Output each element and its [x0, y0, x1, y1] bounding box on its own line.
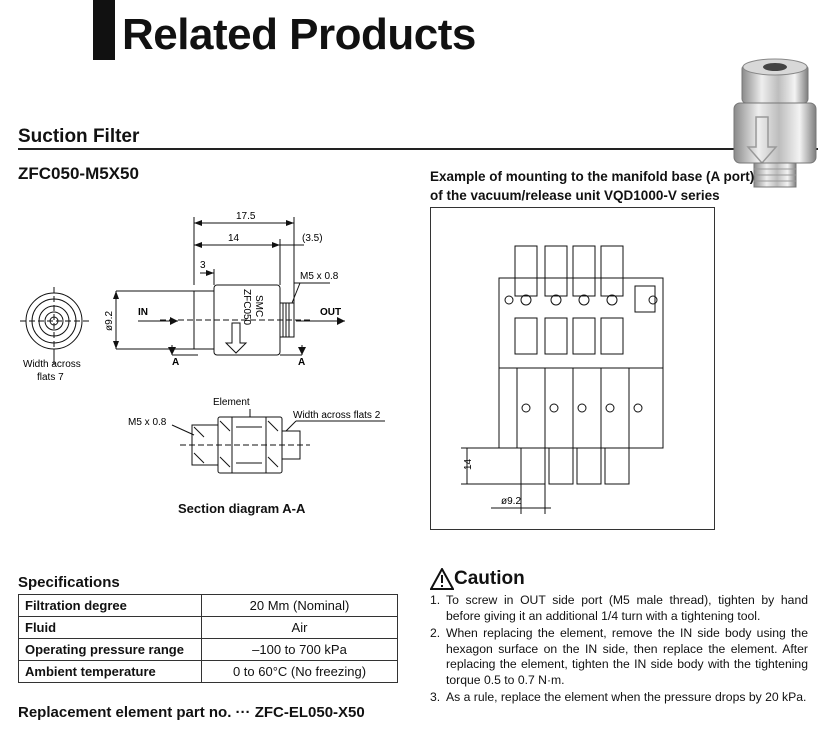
element-label: Element: [213, 397, 250, 408]
width-across-label: Width across: [23, 359, 81, 370]
spec-label: Operating pressure range: [18, 638, 202, 661]
width-across-value: flats 7: [37, 372, 64, 383]
section-flats-label: Width across flats 2: [293, 410, 381, 421]
section-diagram-caption: Section diagram A-A: [178, 501, 306, 516]
mount-title-line1: Example of mounting to the manifold base…: [430, 169, 755, 184]
mount-title-line2: of the vacuum/release unit VQD1000-V ser…: [430, 188, 720, 203]
table-row: Ambient temperature 0 to 60°C (No freezi…: [18, 660, 398, 683]
table-row: Fluid Air: [18, 616, 398, 639]
list-item: 3. As a rule, replace the element when t…: [430, 690, 808, 706]
caution-heading: Caution: [430, 568, 525, 590]
spec-value: Air: [201, 616, 398, 639]
spec-label: Filtration degree: [18, 594, 202, 617]
spec-value: 0 to 60°C (No freezing): [201, 660, 398, 683]
caution-text: To screw in OUT side port (M5 male threa…: [446, 593, 808, 623]
warning-icon: [430, 568, 454, 590]
specifications-title: Specifications: [18, 574, 120, 591]
caution-number: 3.: [430, 690, 441, 704]
section-divider: [18, 148, 818, 150]
in-label: IN: [138, 307, 148, 318]
spec-label: Ambient temperature: [18, 660, 202, 683]
mount-dim-diameter: ø9.2: [501, 496, 521, 507]
caution-title: Caution: [454, 568, 525, 589]
dim-hex: 3: [200, 260, 206, 271]
manifold-drawing: 14 ø9.2: [461, 245, 664, 514]
section-thread-label: M5 x 0.8: [128, 417, 167, 428]
section-title: Suction Filter: [18, 126, 140, 147]
caution-list: 1. To screw in OUT side port (M5 male th…: [430, 593, 808, 708]
svg-text:SMC: SMC: [253, 295, 264, 317]
model-number: ZFC050-M5X50: [18, 164, 139, 183]
mount-dim-height: 14: [463, 458, 474, 470]
spec-label: Fluid: [18, 616, 202, 639]
section-mark-right: A: [298, 357, 305, 368]
dim-thread-length: (3.5): [302, 233, 323, 244]
title-accent-bar: [93, 0, 115, 60]
diameter-label: ø9.2: [104, 311, 115, 331]
caution-number: 2.: [430, 626, 441, 640]
dim-total: 17.5: [236, 211, 256, 222]
body-marking: ZFC050: [241, 289, 252, 326]
specifications-table: Filtration degree 20 Mm (Nominal) Fluid …: [18, 594, 398, 683]
product-photo: [733, 58, 817, 188]
list-item: 2. When replacing the element, remove th…: [430, 626, 808, 688]
list-item: 1. To screw in OUT side port (M5 male th…: [430, 593, 808, 624]
spec-value: –100 to 700 kPa: [201, 638, 398, 661]
section-mark-left: A: [172, 357, 179, 368]
caution-text: As a rule, replace the element when the …: [446, 690, 807, 704]
mount-example-title: Example of mounting to the manifold base…: [430, 167, 754, 205]
caution-text: When replacing the element, remove the I…: [446, 626, 808, 687]
caution-number: 1.: [430, 593, 441, 607]
page-title: Related Products: [122, 10, 476, 59]
spec-value: 20 Mm (Nominal): [201, 594, 398, 617]
table-row: Operating pressure range –100 to 700 kPa: [18, 638, 398, 661]
table-row: Filtration degree 20 Mm (Nominal): [18, 594, 398, 617]
dim-body: 14: [228, 233, 240, 244]
dimension-drawing: ZFC050 SMC 17.5 14 (3.5) 3 M5 x 0.8 IN O…: [20, 211, 385, 474]
replacement-part: Replacement element part no. ··· ZFC-EL0…: [18, 704, 365, 721]
out-label: OUT: [320, 307, 341, 318]
thread-spec: M5 x 0.8: [300, 271, 339, 282]
mount-example-frame: 14 ø9.2: [430, 207, 715, 530]
